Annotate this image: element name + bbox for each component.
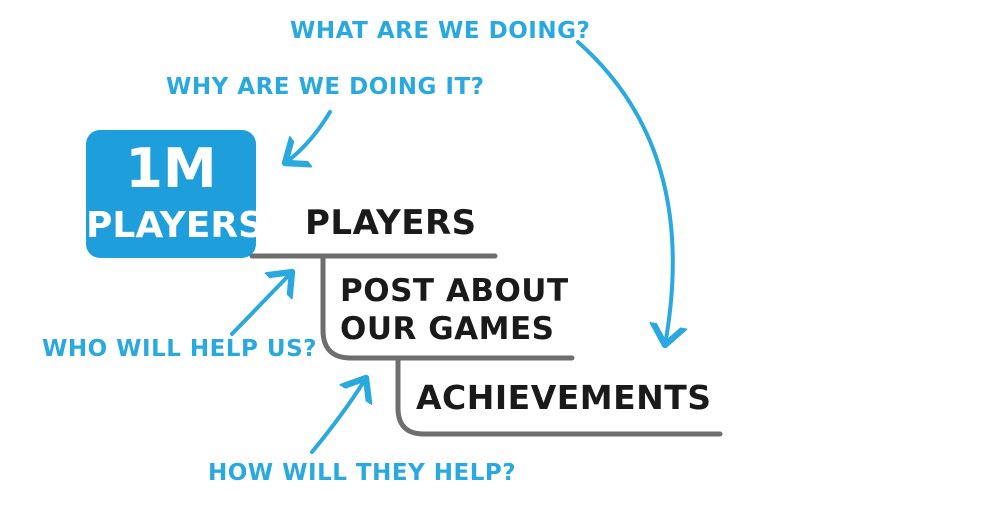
arrow-why: [285, 110, 332, 163]
impact-label-line-2: OUR GAMES: [340, 311, 555, 347]
connector-actors-impacts: [320, 253, 575, 361]
actors-label: PLAYERS: [305, 203, 477, 243]
goal-line-1: 1M: [125, 137, 217, 200]
question-who: WHO WILL HELP US?: [42, 336, 317, 362]
goal-box: 1M PLAYERS: [86, 130, 265, 258]
connector-impacts-deliverables: [395, 355, 723, 437]
question-how: HOW WILL THEY HELP?: [208, 460, 517, 486]
arrow-how: [310, 378, 366, 454]
arrow-who: [230, 272, 292, 336]
impact-label-line-1: POST ABOUT: [340, 273, 569, 309]
question-what: WHAT ARE WE DOING?: [290, 18, 591, 44]
deliverables-label: ACHIEVEMENTS: [416, 378, 712, 417]
arrow-what: [576, 40, 673, 345]
question-why: WHY ARE WE DOING IT?: [166, 74, 485, 100]
goal-line-2: PLAYERS: [86, 205, 265, 246]
